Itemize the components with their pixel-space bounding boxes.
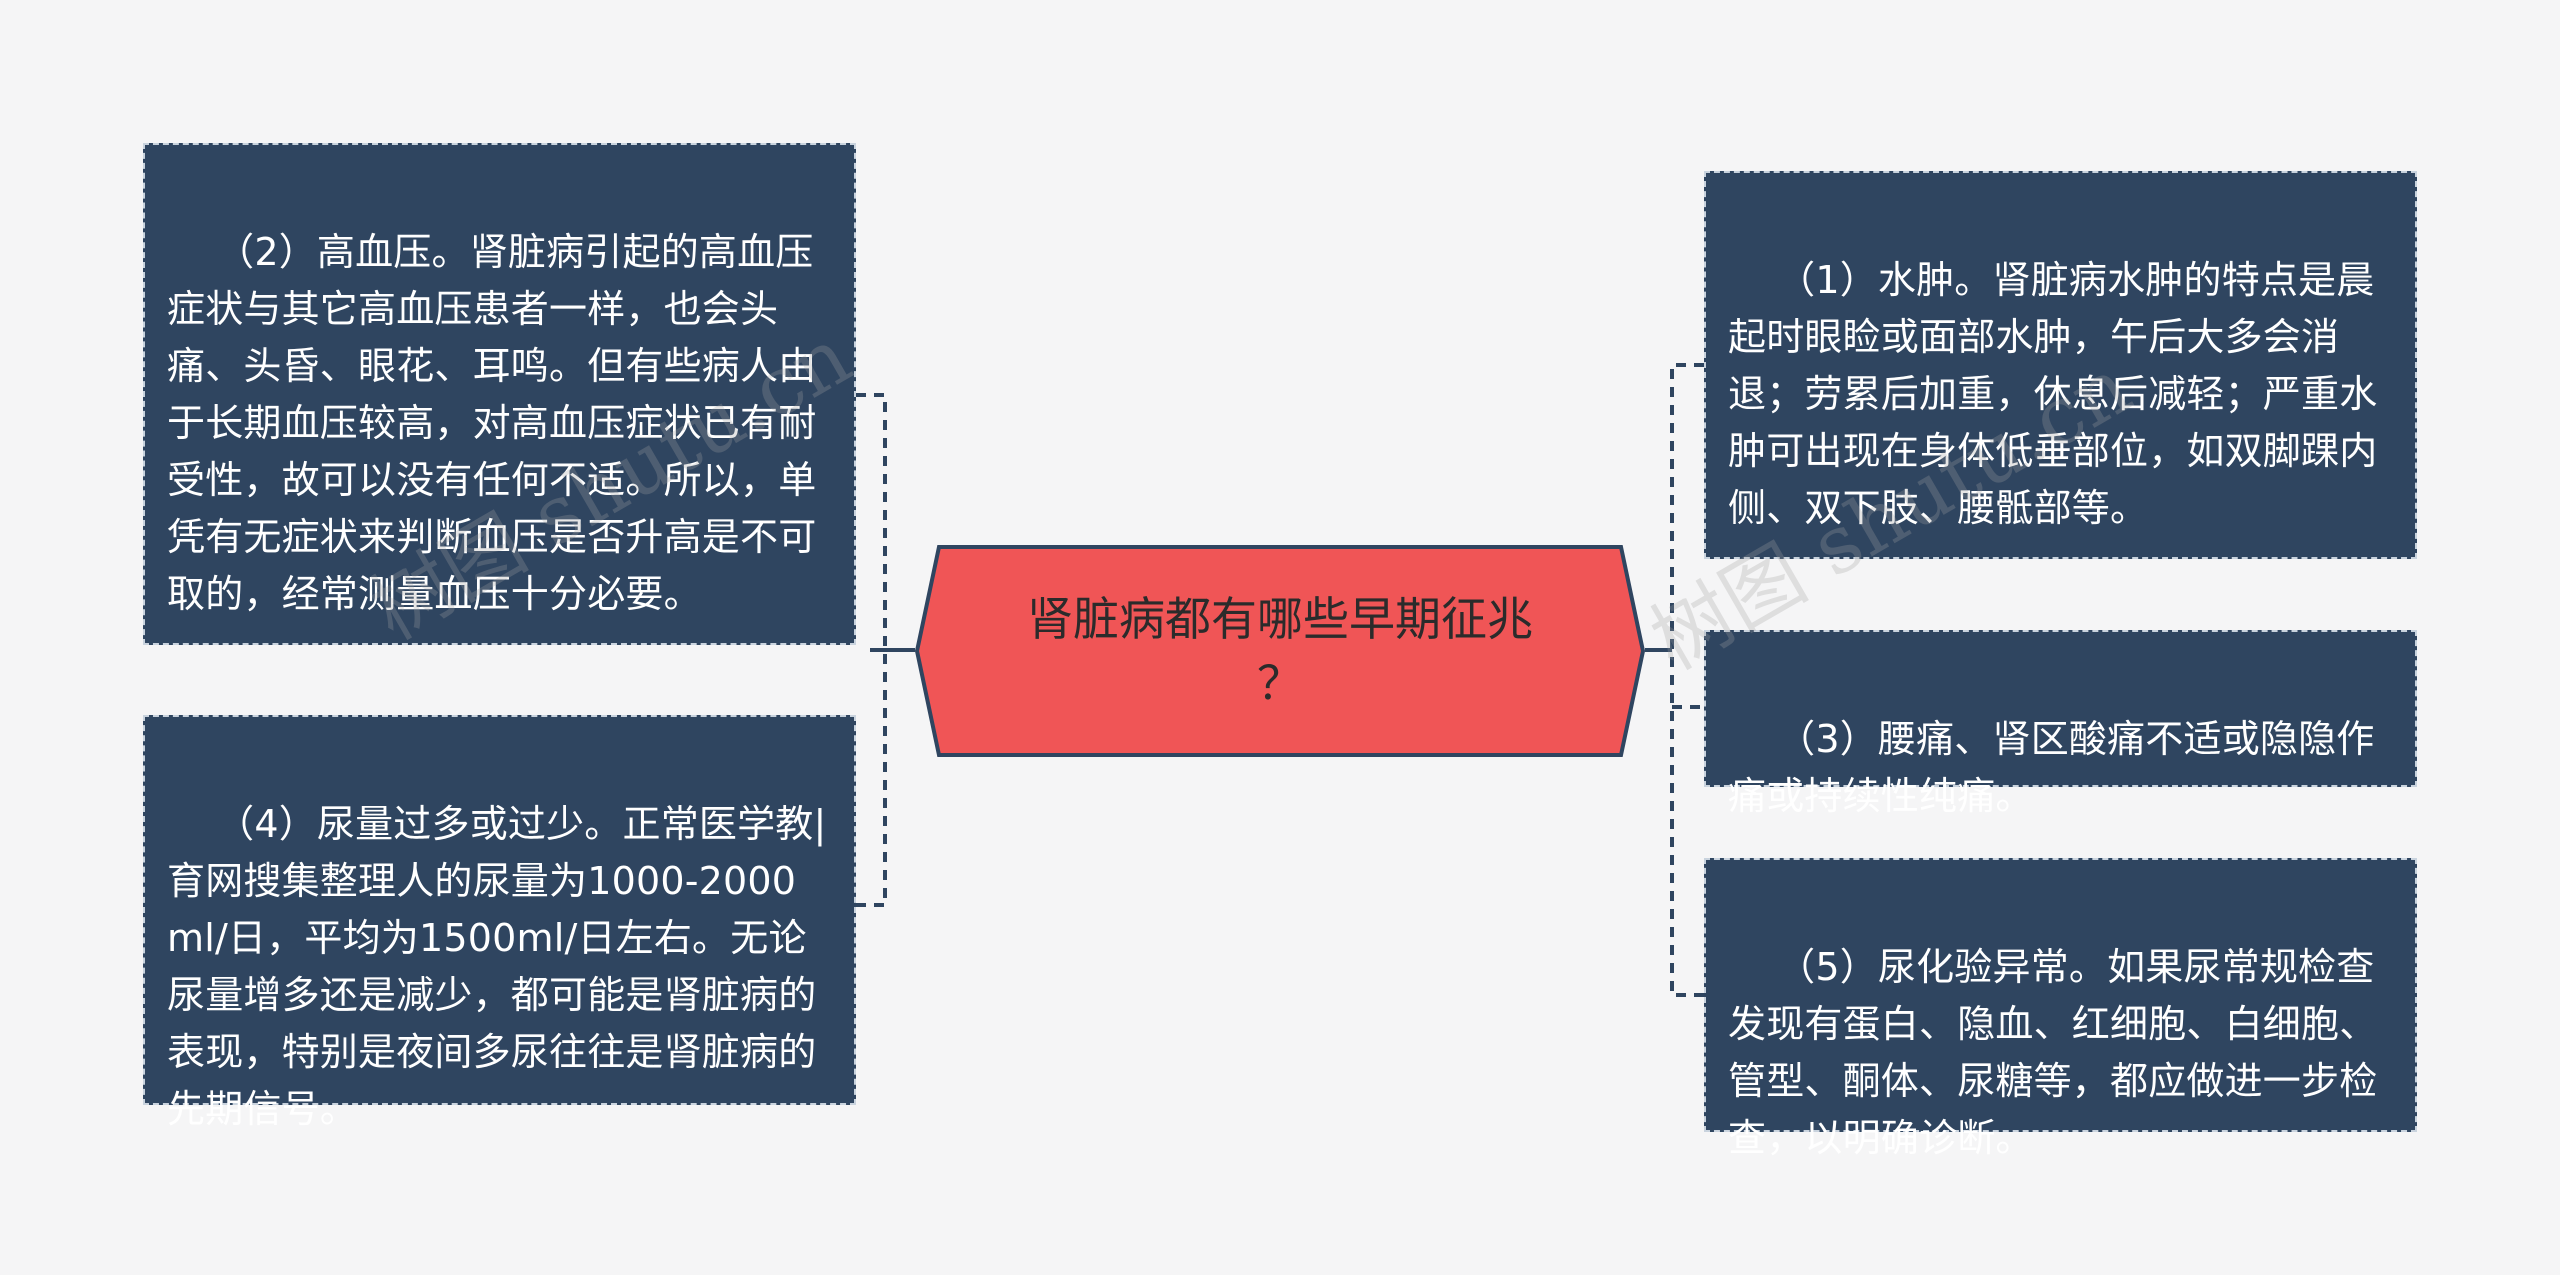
topic-node-back-pain[interactable]: （3）腰痛、肾区酸痛不适或隐隐作痛或持续性纯痛。 bbox=[1704, 630, 2417, 818]
central-topic-title: 肾脏病都有哪些早期征兆 ？ bbox=[1027, 592, 1533, 710]
topic-node-hypertension[interactable]: （2）高血压。肾脏病引起的高血压症状与其它高血压患者一样，也会头痛、头昏、眼花、… bbox=[143, 143, 856, 645]
topic-node-urinalysis[interactable]: （5）尿化验异常。如果尿常规检查发现有蛋白、隐血、红细胞、白细胞、管型、酮体、尿… bbox=[1704, 858, 2417, 1160]
topic-node-text: （1）水肿。肾脏病水肿的特点是晨起时眼睑或面部水肿，午后大多会消退；劳累后加重，… bbox=[1728, 258, 2378, 530]
central-topic[interactable]: 肾脏病都有哪些早期征兆 ？ bbox=[915, 545, 1645, 757]
topic-node-text: （4）尿量过多或过少。正常医学教|育网搜集整理人的尿量为1000-2000ml/… bbox=[167, 802, 827, 1131]
central-topic-shape bbox=[915, 545, 1645, 757]
topic-node-edema[interactable]: （1）水肿。肾脏病水肿的特点是晨起时眼睑或面部水肿，午后大多会消退；劳累后加重，… bbox=[1704, 171, 2417, 559]
topic-node-text: （3）腰痛、肾区酸痛不适或隐隐作痛或持续性纯痛。 bbox=[1728, 717, 2375, 818]
connector-right-bracket bbox=[1670, 363, 1704, 997]
topic-node-text: （5）尿化验异常。如果尿常规检查发现有蛋白、隐血、红细胞、白细胞、管型、酮体、尿… bbox=[1728, 945, 2378, 1160]
topic-node-text: （2）高血压。肾脏病引起的高血压症状与其它高血压患者一样，也会头痛、头昏、眼花、… bbox=[167, 230, 817, 616]
topic-node-urine-volume[interactable]: （4）尿量过多或过少。正常医学教|育网搜集整理人的尿量为1000-2000ml/… bbox=[143, 715, 856, 1131]
